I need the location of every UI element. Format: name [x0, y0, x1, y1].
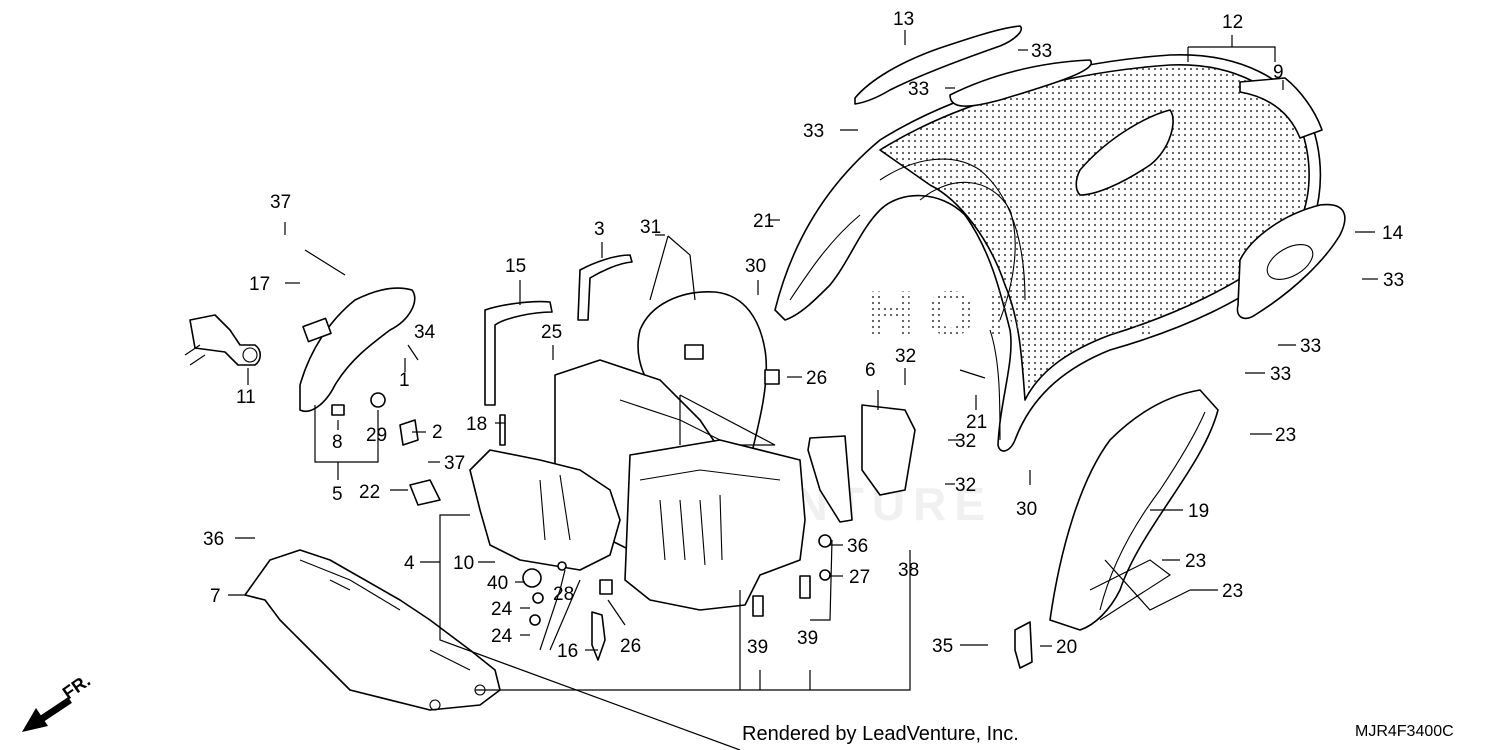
callout-32c: 32 — [955, 475, 976, 496]
callout-19: 19 — [1188, 501, 1209, 522]
callout-21b: 21 — [966, 412, 987, 433]
part-17-seat-lock — [299, 287, 416, 412]
callout-23c: 23 — [1222, 581, 1243, 602]
callout-8: 8 — [332, 432, 343, 453]
part-9-strip — [1239, 77, 1323, 139]
callout-37b: 37 — [444, 453, 465, 474]
part-14-opening — [1266, 244, 1314, 280]
rear-fender: HONDA — [774, 54, 1322, 452]
callout-32b: 32 — [955, 431, 976, 452]
callout-23b: 23 — [1185, 551, 1206, 572]
callout-5: 5 — [332, 484, 343, 505]
part-7-bracket — [244, 549, 501, 711]
callout-35: 35 — [932, 636, 953, 657]
callout-26b: 26 — [620, 636, 641, 657]
callout-10: 10 — [453, 553, 474, 574]
callout-27: 27 — [849, 567, 870, 588]
part-20-bracket — [1014, 621, 1033, 669]
callout-28: 28 — [553, 584, 574, 605]
callout-3: 3 — [594, 219, 605, 240]
callout-labels: 12 9 13 33 33 33 14 33 33 33 23 19 23 23… — [203, 9, 1404, 662]
part-15-seal — [484, 300, 553, 406]
inner-fender-assembly — [469, 291, 806, 611]
callout-22: 22 — [359, 482, 380, 503]
callout-24b: 24 — [491, 626, 513, 647]
callout-36b: 36 — [847, 536, 868, 557]
callout-26a: 26 — [806, 368, 827, 389]
leader-lines — [228, 30, 1378, 750]
callout-20: 20 — [1056, 637, 1077, 658]
callout-23a: 23 — [1275, 425, 1296, 446]
callout-21a: 21 — [753, 211, 774, 232]
callout-34: 34 — [414, 322, 436, 343]
callout-24a: 24 — [491, 599, 513, 620]
part-38-seal — [807, 435, 853, 523]
callout-33e: 33 — [1300, 336, 1321, 357]
callout-37a: 37 — [270, 192, 291, 213]
callout-31: 31 — [640, 217, 661, 238]
callout-9: 9 — [1273, 62, 1284, 83]
part-13-cover — [854, 25, 1022, 105]
callout-11: 11 — [236, 387, 256, 408]
callout-33c: 33 — [803, 121, 824, 142]
callout-15: 15 — [505, 256, 526, 277]
callout-39a: 39 — [747, 637, 768, 658]
callout-17: 17 — [249, 274, 270, 295]
callout-30b: 30 — [1016, 499, 1037, 520]
callout-38: 38 — [898, 560, 919, 581]
callout-33d: 33 — [1383, 270, 1404, 291]
callout-33b: 33 — [908, 79, 929, 100]
callout-33f: 33 — [1270, 364, 1291, 385]
part-14-cover — [1236, 203, 1346, 320]
callout-14: 14 — [1382, 223, 1404, 244]
callout-12: 12 — [1222, 12, 1243, 33]
front-direction-label: FR. — [59, 670, 94, 703]
callout-30a: 30 — [745, 256, 766, 277]
callout-39b: 39 — [797, 628, 818, 649]
front-direction-indicator: FR. — [22, 670, 94, 732]
brand-mark-text: HONDA — [865, 280, 1163, 350]
part-11-key-cylinder — [189, 314, 262, 366]
callout-29: 29 — [366, 425, 387, 446]
callout-4: 4 — [404, 553, 415, 574]
callout-2: 2 — [432, 422, 443, 443]
callout-6: 6 — [865, 360, 876, 381]
callout-16: 16 — [557, 641, 578, 662]
callout-25: 25 — [541, 322, 562, 343]
part-3-seal — [577, 254, 633, 321]
callout-13: 13 — [893, 9, 914, 30]
callout-18: 18 — [466, 414, 487, 435]
diagram-code: MJR4F3400C — [1355, 723, 1454, 740]
callout-40: 40 — [487, 573, 508, 594]
callout-32a: 32 — [895, 346, 916, 367]
part-19-panel — [1049, 389, 1219, 631]
callout-1: 1 — [399, 370, 410, 391]
callout-33a: 33 — [1031, 41, 1052, 62]
credit-text: Rendered by LeadVenture, Inc. — [742, 723, 1019, 745]
callout-36a: 36 — [203, 529, 224, 550]
callout-7: 7 — [210, 586, 221, 607]
part-6-cover — [861, 404, 916, 496]
